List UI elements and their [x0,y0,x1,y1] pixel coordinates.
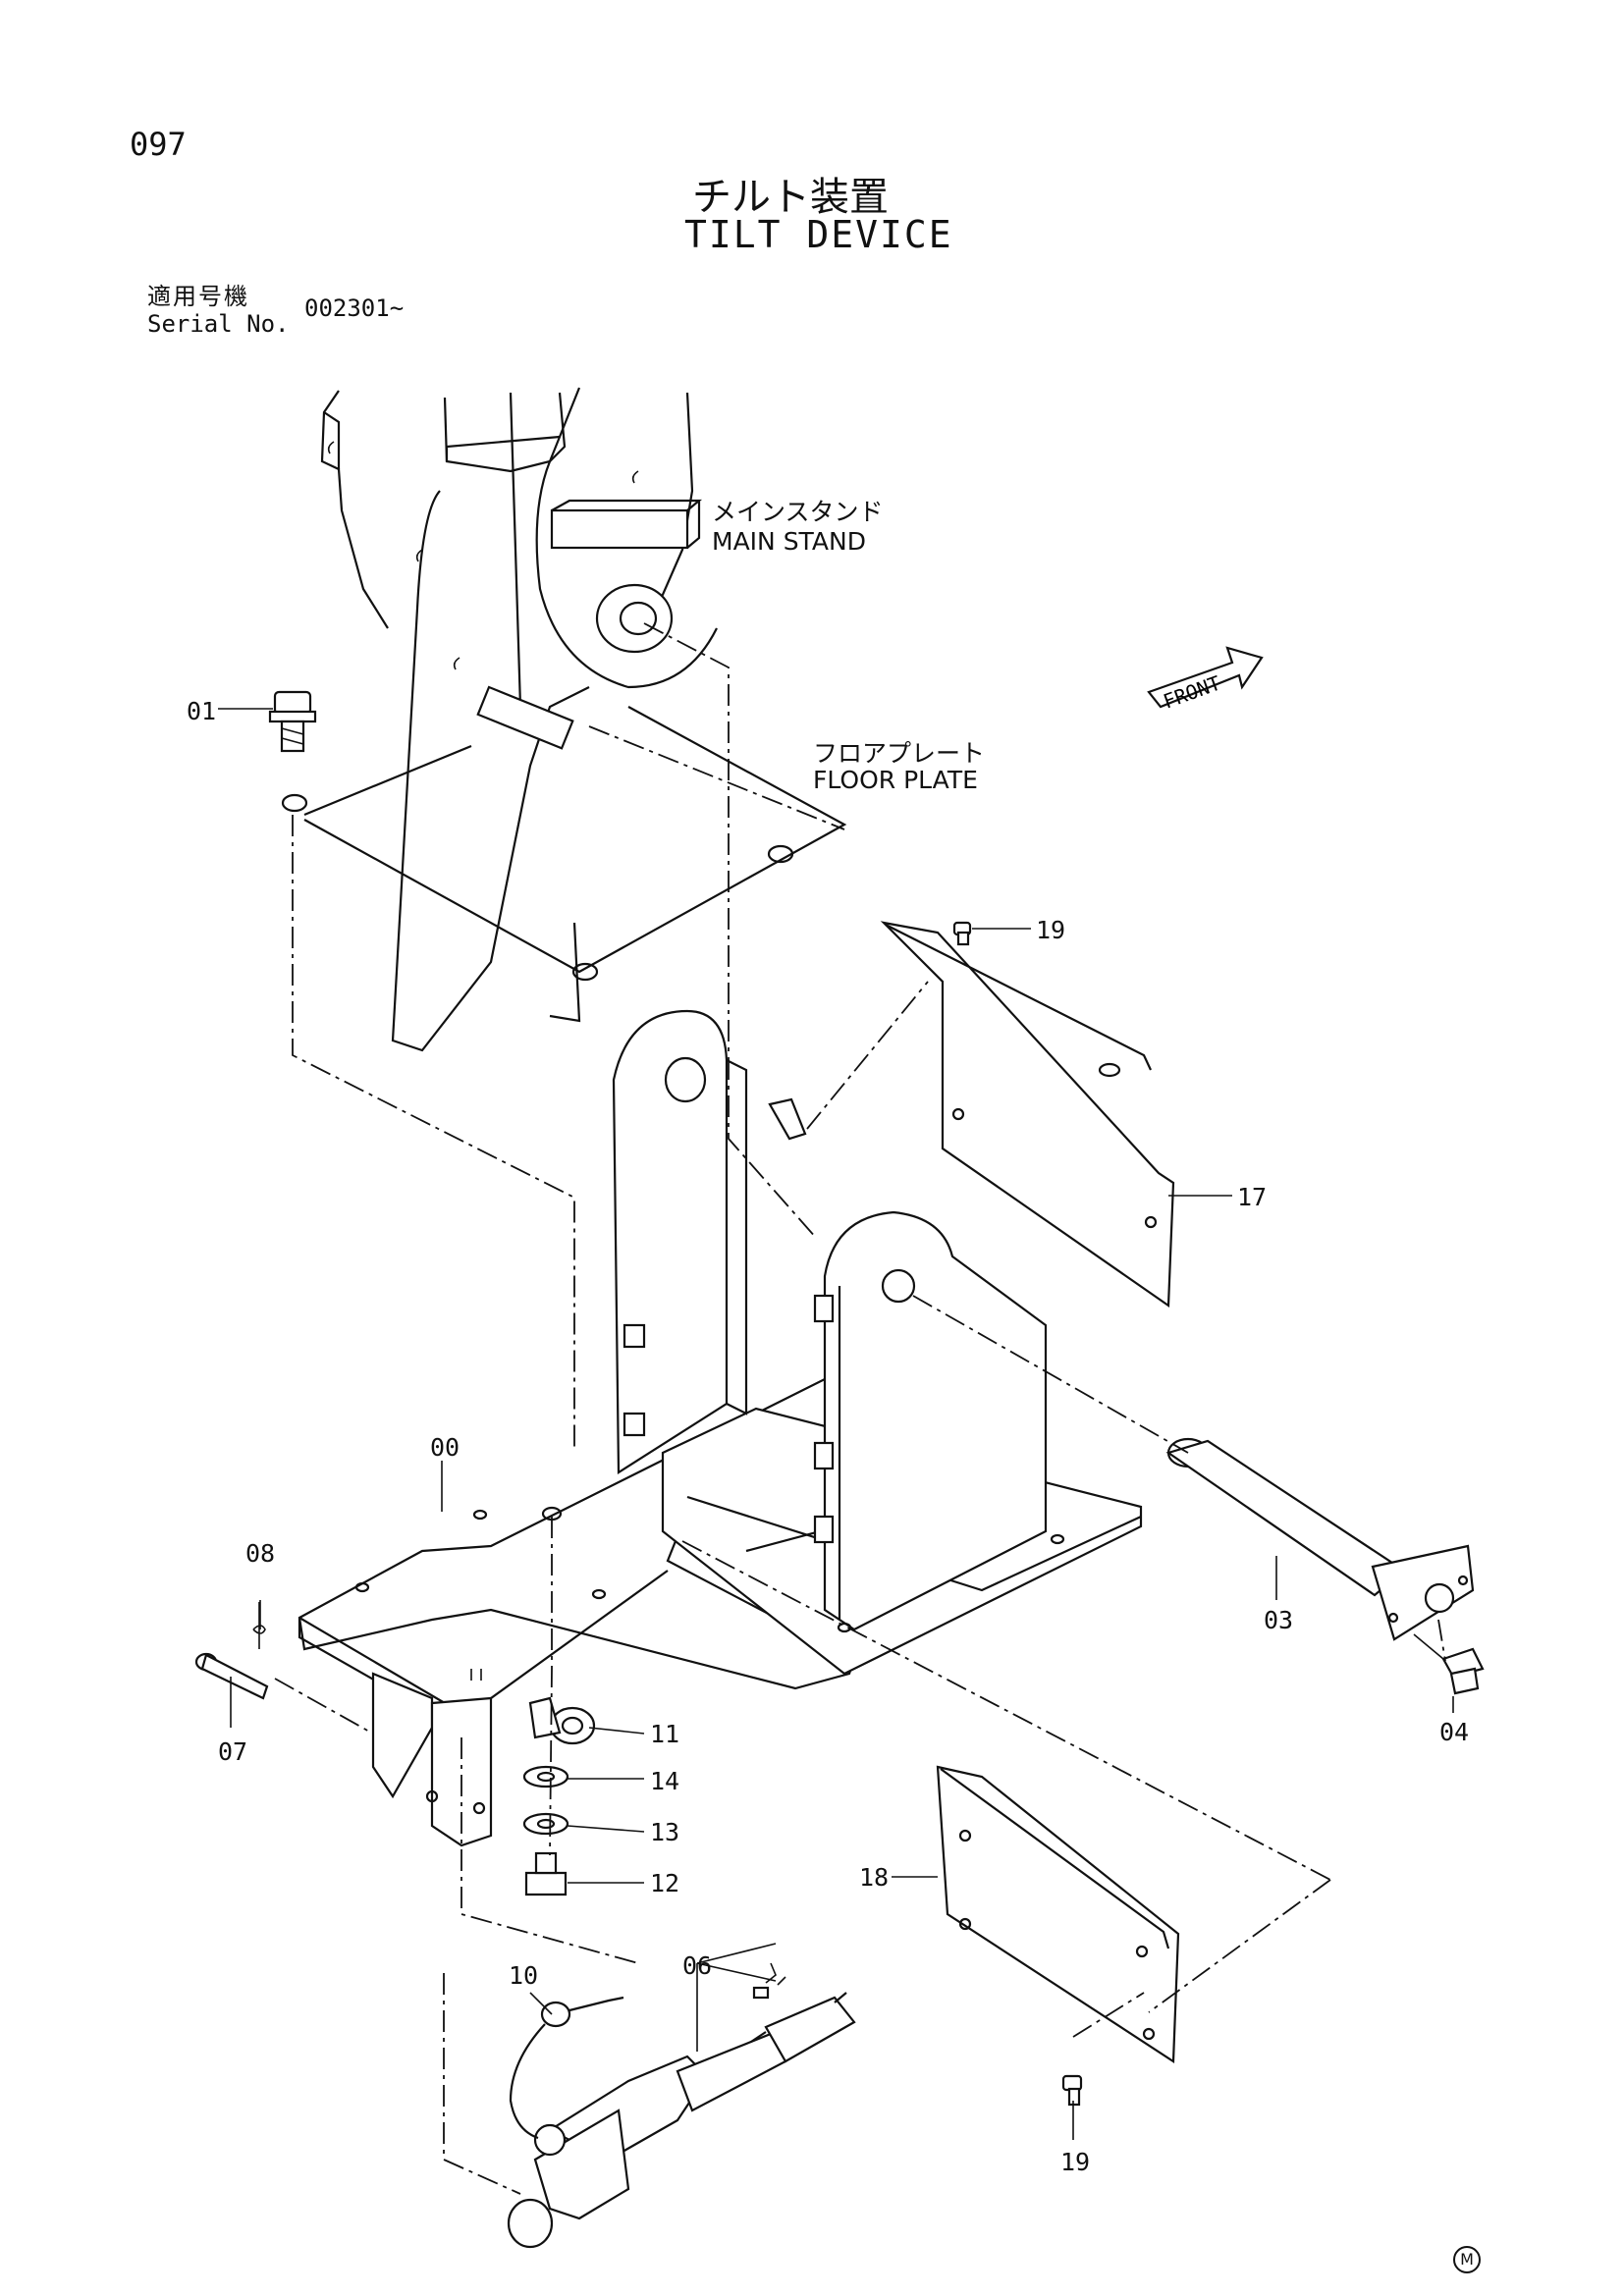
title-japanese: チルト装置 [692,175,889,220]
part-label-19-top: 19 [1036,916,1066,944]
bolt-19-top [952,921,972,946]
page-number: 097 [130,126,187,163]
bolt-12 [524,1851,568,1896]
actuator-06 [507,1962,856,2249]
pin-07 [194,1652,269,1700]
serial-number-value: 002301~ [304,294,405,322]
floor-plate-label-jp: フロアプレート [813,739,986,768]
switch-10 [509,1996,624,2140]
part-label-10: 10 [509,1961,539,1990]
washer-13 [522,1812,569,1836]
washer-14 [522,1765,569,1789]
part-label-03: 03 [1264,1606,1294,1634]
part-label-17: 17 [1237,1183,1268,1211]
manual-mark-icon: M [1453,2246,1481,2273]
part-label-14: 14 [650,1767,680,1795]
main-stand-label-en: MAIN STAND [712,527,866,556]
part-label-07: 07 [218,1737,248,1766]
tilt-base-assembly [298,1009,1143,1847]
main-stand-drawing [320,387,718,1052]
main-stand-label-jp: メインスタンド [712,498,884,526]
bolt-19-bottom [1061,2074,1083,2107]
clamp-11 [528,1696,596,1745]
title-english: TILT DEVICE [684,213,953,256]
part-label-12: 12 [650,1869,680,1897]
part-label-18: 18 [859,1863,890,1892]
part-label-19-bottom: 19 [1060,2148,1091,2176]
leader-lines [218,708,1454,2140]
cover-17 [880,921,1175,1308]
floor-plate-drawing [281,706,847,982]
bolt-01 [268,690,317,753]
pin-03 [1165,1437,1475,1641]
serial-label-japanese: 適用号機 [147,283,249,310]
part-label-13: 13 [650,1818,680,1846]
assembly-lines [274,622,1446,2195]
part-label-00: 00 [430,1433,460,1462]
front-arrow: FRONT [1147,646,1264,714]
part-label-06: 06 [682,1951,713,1980]
clip-part [768,1097,807,1141]
part-label-08: 08 [245,1539,276,1568]
part-label-11: 11 [650,1720,680,1748]
floor-plate-label-en: FLOOR PLATE [813,766,978,794]
cover-18 [936,1765,1180,2063]
snap-pin-08 [252,1602,266,1649]
serial-label-english: Serial No. [147,310,290,338]
bolt-04 [1413,1633,1485,1695]
part-label-01: 01 [187,697,217,725]
part-label-04: 04 [1439,1718,1470,1746]
